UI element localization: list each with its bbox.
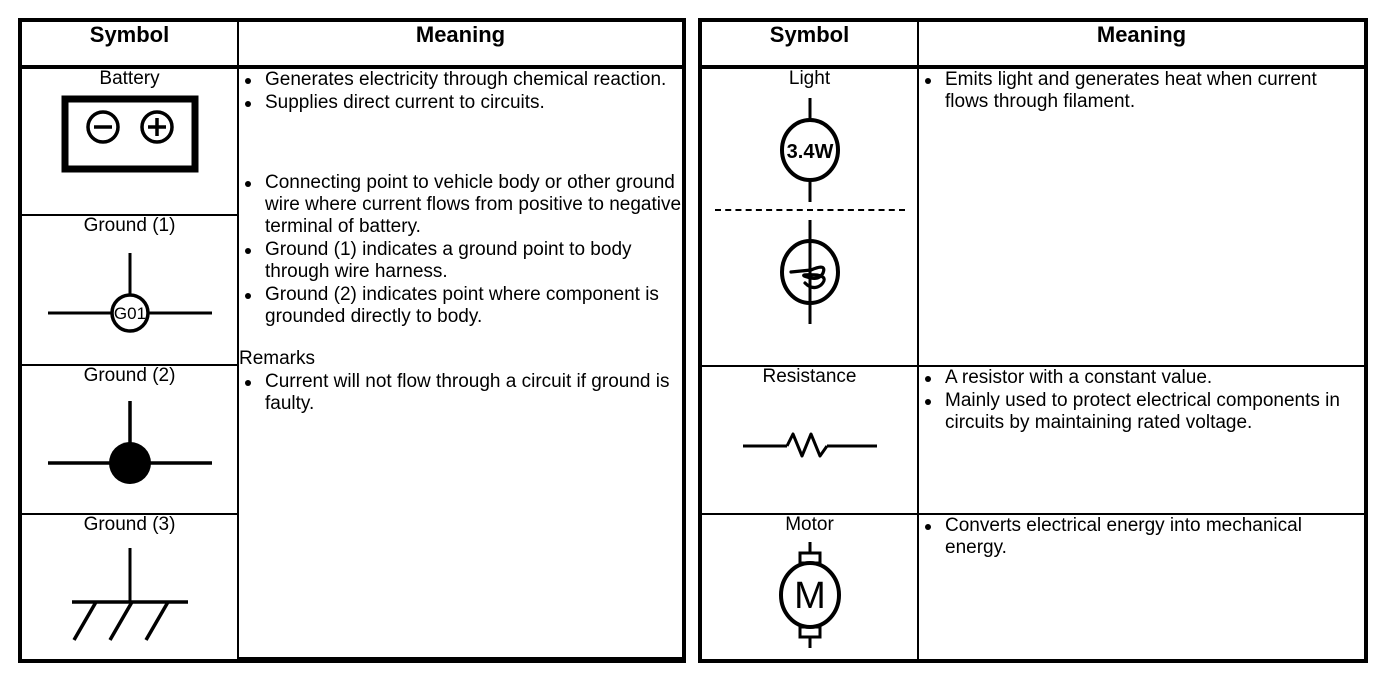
ground-2-icon (22, 391, 237, 491)
symbol-cell-resistance: Resistance (702, 365, 919, 515)
table-header-row: Symbol Meaning (22, 22, 682, 69)
ground-1-icon: G01 (22, 241, 237, 346)
meaning-cell-light: Emits light and generates heat when curr… (917, 66, 1364, 367)
symbol-label-resistance: Resistance (762, 366, 857, 387)
meaning-cell-ground-group: Generates electricity through chemical r… (237, 66, 682, 659)
right-symbol-table: Symbol Meaning Light 3.4W (698, 18, 1368, 663)
symbol-cell-ground-1: Ground (1) G01 (22, 214, 238, 366)
symbol-label-battery: Battery (99, 68, 160, 89)
table-row-ground-3: Ground (3) (22, 513, 682, 658)
table-row-battery: Battery (22, 66, 682, 659)
symbol-label-ground-1: Ground (1) (83, 215, 176, 236)
table-row-ground-1: Ground (1) G01 (22, 214, 682, 366)
column-header-symbol: Symbol (702, 22, 919, 69)
column-header-meaning: Meaning (237, 22, 682, 69)
ground-1-code-text: G01 (113, 304, 145, 323)
battery-icon (22, 94, 237, 174)
list-item: Converts electrical energy into mechanic… (919, 515, 1364, 559)
column-header-symbol: Symbol (22, 22, 239, 69)
table-row-resistance: Resistance A resistor with a constant va… (702, 365, 1364, 515)
motor-letter-text: M (794, 575, 826, 617)
bullet-list-motor: Converts electrical energy into mechanic… (919, 515, 1364, 559)
list-item: Ground (1) indicates a ground point to b… (239, 239, 682, 283)
motor-icon: M (702, 540, 917, 650)
table-header-row: Symbol Meaning (702, 22, 1364, 69)
bullet-list-remarks: Current will not flow through a circuit … (239, 371, 682, 415)
symbol-cell-ground-2: Ground (2) (22, 364, 238, 515)
bullet-list-resistance: A resistor with a constant value. Mainly… (919, 367, 1364, 434)
symbol-label-motor: Motor (785, 514, 834, 535)
list-item: Mainly used to protect electrical compon… (919, 390, 1364, 434)
bullet-list-light: Emits light and generates heat when curr… (919, 69, 1364, 113)
symbol-label-ground-3: Ground (3) (83, 514, 176, 535)
lamp-wattage-text: 3.4W (786, 141, 833, 163)
resistor-icon (702, 424, 917, 464)
lamp-icon: 3.4W (702, 94, 917, 206)
remarks-heading: Remarks (239, 348, 316, 370)
list-item: Emits light and generates heat when curr… (919, 69, 1364, 113)
meaning-cell-resistance: A resistor with a constant value. Mainly… (917, 365, 1364, 515)
list-item: A resistor with a constant value. (919, 367, 1364, 389)
table-row-ground-2: Ground (2) (22, 364, 682, 515)
list-item: Supplies direct current to circuits. (239, 92, 682, 114)
dashed-separator (714, 208, 905, 211)
column-header-meaning: Meaning (917, 22, 1364, 69)
table-row-motor: Motor M (702, 513, 1364, 659)
left-symbol-table: Symbol Meaning Battery (18, 18, 686, 663)
ground-3-icon (22, 540, 237, 650)
bullet-list-battery: Generates electricity through chemical r… (239, 69, 682, 114)
symbol-cell-motor: Motor M (702, 513, 919, 659)
symbol-cell-battery: Battery (22, 66, 239, 216)
meaning-cell-motor: Converts electrical energy into mechanic… (917, 513, 1364, 659)
symbol-label-light: Light (788, 68, 831, 89)
bullet-list-ground: Connecting point to vehicle body or othe… (239, 172, 682, 328)
list-item: Generates electricity through chemical r… (239, 69, 682, 91)
list-item: Connecting point to vehicle body or othe… (239, 172, 682, 238)
list-item: Current will not flow through a circuit … (239, 371, 682, 415)
symbol-cell-ground-3: Ground (3) (22, 513, 238, 658)
list-item: Ground (2) indicates point where compone… (239, 284, 682, 328)
symbol-cell-light: Light 3.4W (702, 66, 919, 367)
table-row-light: Light 3.4W (702, 66, 1364, 367)
lamp-filament-icon (702, 217, 917, 327)
symbol-label-ground-2: Ground (2) (83, 365, 176, 386)
